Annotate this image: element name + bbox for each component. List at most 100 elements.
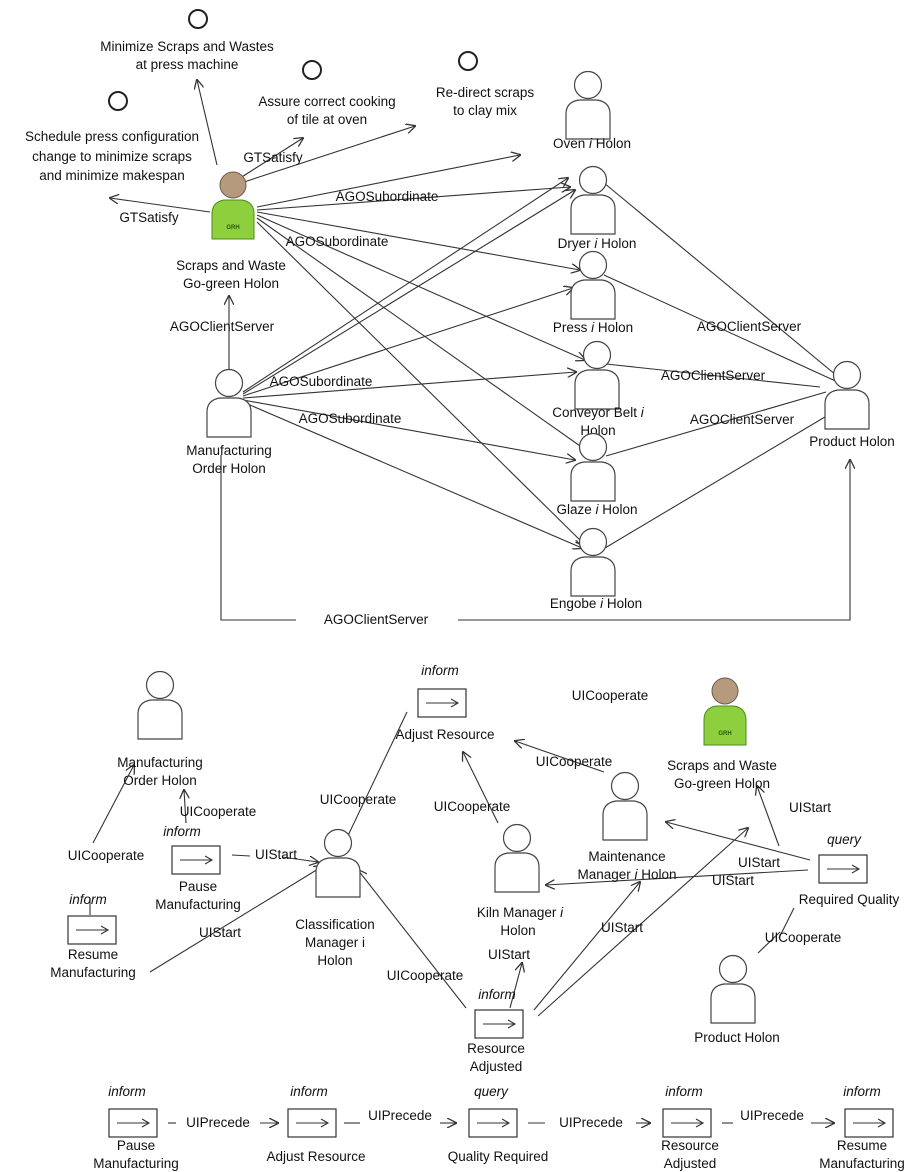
clientserver-line-oven-product [597, 177, 843, 381]
precede-label-3: UIPrecede [559, 1115, 623, 1130]
pause-label-line1: Pause [179, 879, 217, 894]
go-green-label-line1: Scraps and Waste [176, 258, 286, 273]
manufacturing-holon-label-line2: Order Holon [192, 461, 266, 476]
coop-line-product-b [778, 907, 795, 939]
pause-label-line2: Manufacturing [155, 897, 241, 912]
goal-cooking-line2: of tile at oven [287, 112, 367, 127]
rel-coop-adjust: UICooperate [320, 792, 397, 807]
dryer-holon-label: Dryer i Holon [558, 236, 637, 251]
engobe-holon-icon [570, 527, 616, 597]
clientserver-line-glaze-product [605, 391, 827, 457]
kiln-line1: Kiln Manager i [477, 905, 564, 920]
rel-subordinate-1: AGOSubordinate [336, 189, 439, 204]
rel-coop-mfg: UICooperate [180, 804, 257, 819]
rel-coop-product: UICooperate [765, 930, 842, 945]
go-green-label-line2: Go-green Holon [183, 276, 279, 291]
dryer-holon-icon [570, 165, 616, 235]
start-line-kiln [509, 963, 522, 1009]
quality-perf-label: query [827, 832, 862, 847]
subordinate-line-mo-conveyor [242, 372, 576, 399]
resadj-message-icon [474, 1009, 524, 1039]
glaze-holon-label: Glaze i Holon [556, 502, 637, 517]
subordinate-line-engobe [256, 221, 585, 545]
goal-minimize-line1: Minimize Scraps and Wastes [100, 39, 274, 54]
seq-5-label-line2: Manufacturing [819, 1156, 905, 1171]
coop-line-maint [515, 741, 605, 773]
middle-relation-lines [89, 711, 811, 1017]
rel-uicooperate-top: UICooperate [572, 688, 649, 703]
kiln-holon-icon [494, 823, 540, 893]
top-relation-lines [110, 80, 850, 621]
resume-message-icon [67, 915, 117, 945]
rel-subordinate-3: AGOSubordinate [270, 374, 373, 389]
seq-1-perf: inform [108, 1084, 146, 1099]
rel-subordinate-2: AGOSubordinate [286, 234, 389, 249]
seq-5-message-icon [844, 1108, 894, 1138]
press-holon-label: Press i Holon [553, 320, 633, 335]
oven-holon-icon [565, 70, 611, 140]
subordinate-line-mo-oven [242, 178, 568, 393]
gtsatisfy-line-minimize [197, 80, 218, 166]
coop-line-pause [184, 790, 186, 824]
seq-1-label-line1: Pause [117, 1138, 155, 1153]
coop-line-product [757, 931, 781, 954]
start-line-q-gogreen [757, 786, 780, 847]
precede-label-4: UIPrecede [740, 1108, 804, 1123]
rel-clientserver-1: AGOClientServer [170, 319, 275, 334]
go-green-label2-line2: Go-green Holon [674, 776, 770, 791]
goal-schedule-line1: Schedule press configuration [25, 129, 199, 144]
seq-2-message-icon [287, 1108, 337, 1138]
resadj-line2: Adjusted [470, 1059, 523, 1074]
goal-redirect-line1: Re-direct scraps [436, 85, 535, 100]
pause-message-icon [171, 845, 221, 875]
gtsatisfy-line-schedule [110, 198, 211, 213]
resume-perf-label: inform [69, 892, 107, 907]
rel-start-resume: UIStart [199, 925, 241, 940]
maintenance-line2: Manager i Holon [577, 867, 676, 882]
classification-line2: Manager i [305, 935, 365, 950]
top-goal-diagram: Minimize Scraps and Wastes at press mach… [25, 9, 895, 627]
coop-line-adjust [343, 711, 408, 846]
rel-clientserver-2: AGOClientServer [697, 319, 802, 334]
seq-1-message-icon [108, 1108, 158, 1138]
adjust-message-icon [417, 688, 467, 718]
product-holon-icon-2 [710, 954, 756, 1024]
start-line-resadj-maint [533, 882, 640, 1011]
rel-coop-kiln: UICooperate [434, 799, 511, 814]
start-line-resume [149, 866, 323, 973]
clientserver-line-conveyor-product [605, 363, 821, 388]
seq-2-perf: inform [290, 1084, 328, 1099]
seq-3-message-icon [468, 1108, 518, 1138]
manufacturing-holon-label-line1: Manufacturing [186, 443, 272, 458]
seq-1-label-line2: Manufacturing [93, 1156, 179, 1171]
goal-icon-redirect [458, 51, 478, 71]
adjust-perf-label: inform [421, 663, 459, 678]
quality-message-icon [818, 854, 868, 884]
seq-4-perf: inform [665, 1084, 703, 1099]
clientserver-line-mo-bottom [220, 455, 296, 621]
rel-gtsatisfy-2: GTSatisfy [119, 210, 179, 225]
classification-line1: Classification [295, 917, 375, 932]
resume-label-line2: Manufacturing [50, 965, 136, 980]
goal-minimize-line2: at press machine [136, 57, 239, 72]
engobe-holon-label: Engobe i Holon [550, 596, 642, 611]
clientserver-line-engobe-product [604, 404, 846, 549]
rel-gtsatisfy-1: GTSatisfy [243, 150, 303, 165]
classification-line3: Holon [317, 953, 352, 968]
classification-holon-icon [315, 828, 361, 898]
maintenance-line1: Maintenance [588, 849, 665, 864]
gtsatisfy-line-cooking [236, 138, 303, 181]
kiln-line2: Holon [500, 923, 535, 938]
product-holon-label-2: Product Holon [694, 1030, 780, 1045]
rel-clientserver-3: AGOClientServer [661, 368, 766, 383]
rel-coop-maint: UICooperate [536, 754, 613, 769]
clientserver-line-to-product [458, 460, 850, 621]
seq-5-perf: inform [843, 1084, 881, 1099]
goal-icon-minimize [188, 9, 208, 29]
goal-schedule-line3: and minimize makespan [39, 168, 185, 183]
subordinate-line-mo-engobe [242, 401, 582, 548]
rel-start-gogreen: UIStart [789, 800, 831, 815]
rel-start-kiln: UIStart [488, 947, 530, 962]
subordinate-line-oven [256, 155, 520, 208]
rel-subordinate-4: AGOSubordinate [299, 411, 402, 426]
